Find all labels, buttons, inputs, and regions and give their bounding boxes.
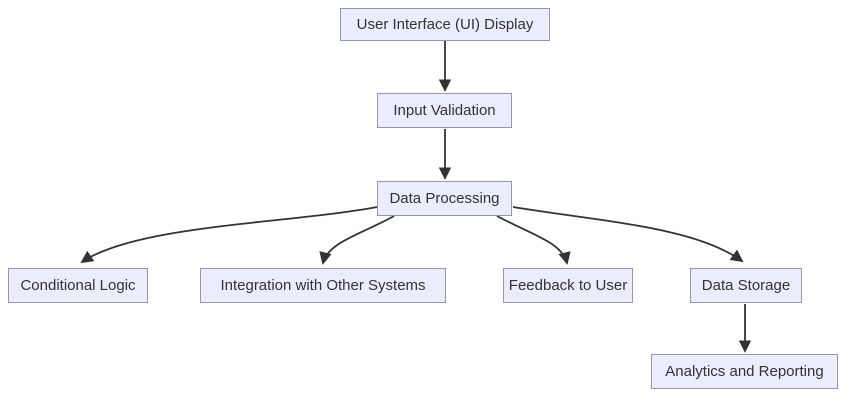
edge-data-processing-to-integration (319, 215, 395, 265)
node-analytics-label: Analytics and Reporting (665, 363, 824, 380)
node-input-validation-label: Input Validation (393, 102, 496, 119)
node-data-storage-label: Data Storage (701, 277, 791, 294)
edge-data-processing-to-conditional-logic (80, 206, 378, 264)
node-data-storage: Data Storage (690, 268, 802, 303)
node-data-processing-label: Data Processing (389, 190, 500, 207)
node-analytics-and-reporting: Analytics and Reporting (651, 354, 838, 389)
node-conditional-logic-label: Conditional Logic (20, 277, 136, 294)
node-ui-display: User Interface (UI) Display (340, 8, 550, 41)
edge-data-processing-to-data-storage (512, 206, 744, 263)
node-integration-label: Integration with Other Systems (220, 277, 426, 294)
edge-data-processing-to-data-storage-feedback (496, 215, 571, 265)
node-integration-with-other-systems: Integration with Other Systems (200, 268, 446, 303)
node-data-processing: Data Processing (377, 181, 512, 216)
node-input-validation: Input Validation (377, 93, 512, 128)
node-conditional-logic: Conditional Logic (8, 268, 148, 303)
node-feedback-label: Feedback to User (508, 277, 628, 294)
node-feedback-to-user: Feedback to User (503, 268, 633, 303)
node-ui-display-label: User Interface (UI) Display (356, 16, 534, 33)
